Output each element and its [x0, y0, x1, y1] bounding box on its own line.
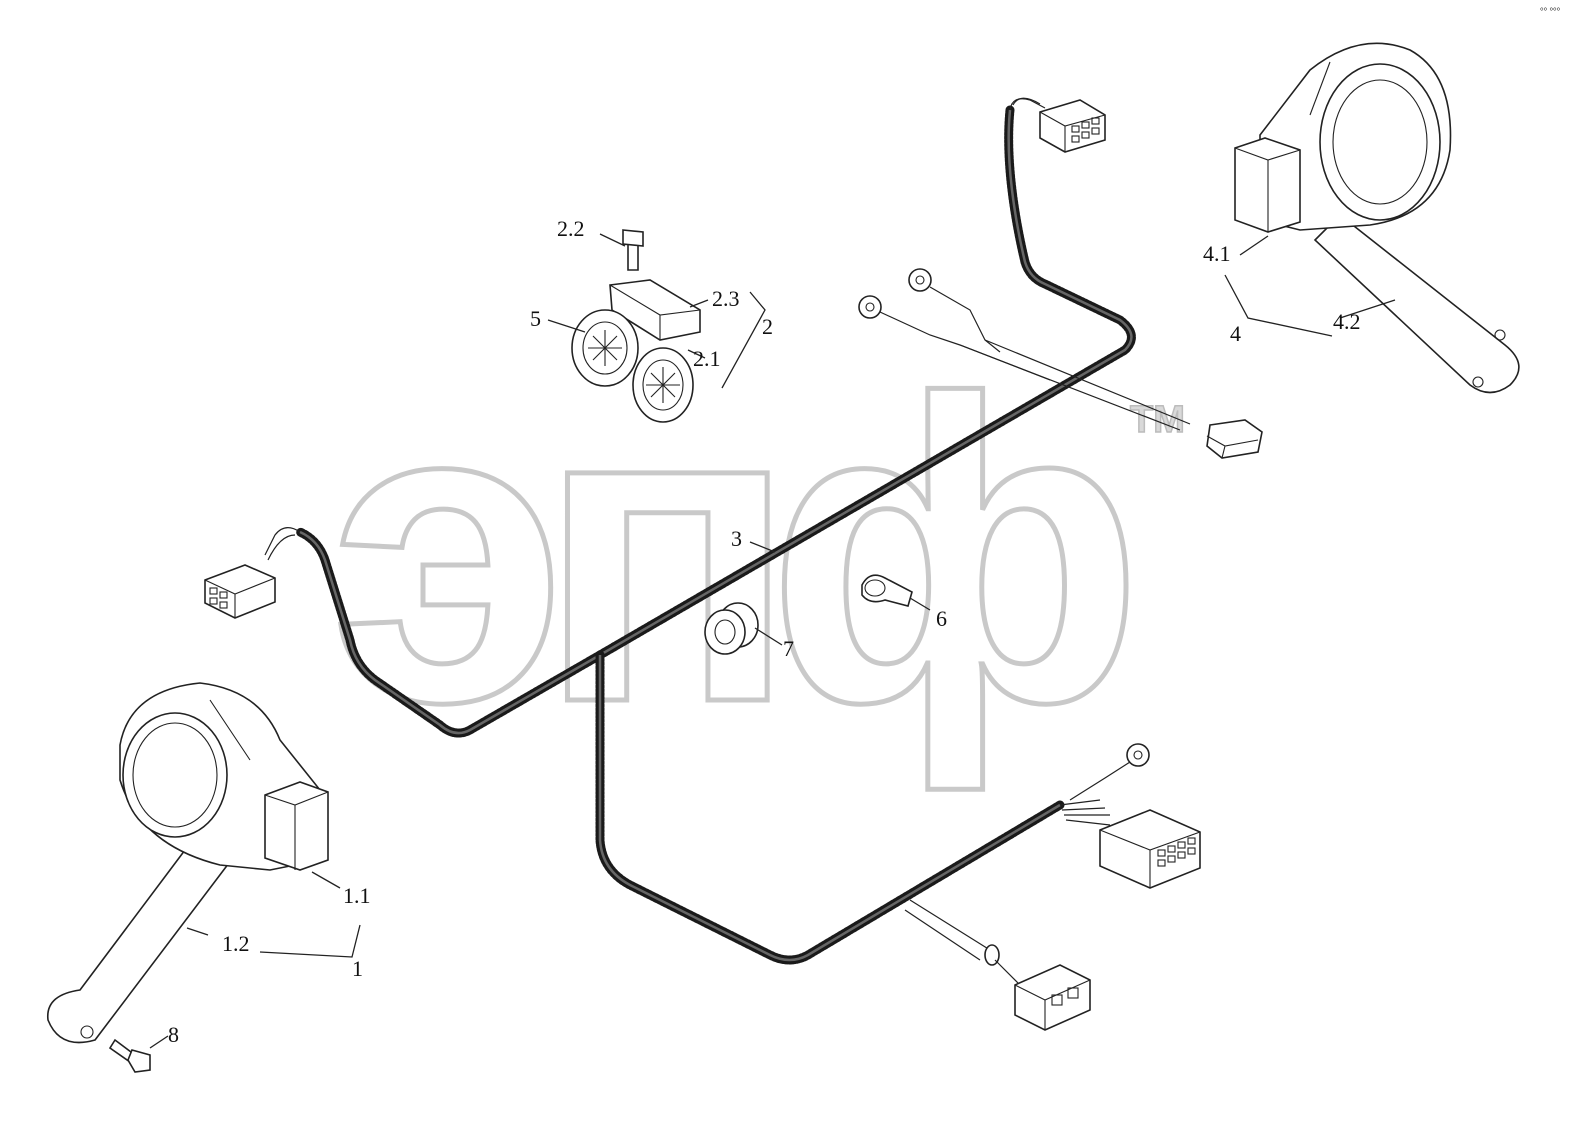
label-2: 2	[762, 314, 773, 339]
label-2-2: 2.2	[557, 216, 585, 241]
harness-small-connector	[1206, 419, 1263, 459]
label-7: 7	[783, 636, 794, 661]
label-4-2: 4.2	[1333, 309, 1361, 334]
label-5: 5	[530, 306, 541, 331]
lever-switch-right	[1234, 42, 1520, 394]
label-4: 4	[1230, 321, 1241, 346]
label-2-1: 2.1	[693, 346, 721, 371]
horn-assembly	[571, 229, 701, 423]
watermark-trademark: TM	[1130, 399, 1185, 441]
label-1-2: 1.2	[222, 931, 250, 956]
label-4-1: 4.1	[1203, 241, 1231, 266]
wiring-harness	[295, 105, 1136, 965]
harness-top-connector	[1009, 97, 1106, 153]
leader-lines	[149, 233, 1396, 1049]
label-3: 3	[731, 526, 742, 551]
harness-left-connector	[204, 527, 301, 619]
label-8: 8	[168, 1022, 179, 1047]
ring-terminals-top	[858, 268, 1191, 431]
clip-6	[861, 574, 913, 607]
label-1-1: 1.1	[343, 883, 371, 908]
label-6: 6	[936, 606, 947, 631]
label-1: 1	[352, 956, 363, 981]
harness-bottom-right-connectors	[904, 743, 1201, 1031]
bolt-8	[108, 1038, 151, 1073]
grommet-7	[704, 602, 759, 655]
lever-switch-left	[47, 682, 329, 1044]
corner-mark: °° °°°	[1540, 6, 1561, 16]
watermark-logo: эпф	[330, 312, 1130, 794]
label-2-3: 2.3	[712, 286, 740, 311]
callout-labels: 2.2 2.3 2 2.1 5 3 6 7 4.1 4 4.2 1.1 1.2 …	[168, 216, 1361, 1047]
